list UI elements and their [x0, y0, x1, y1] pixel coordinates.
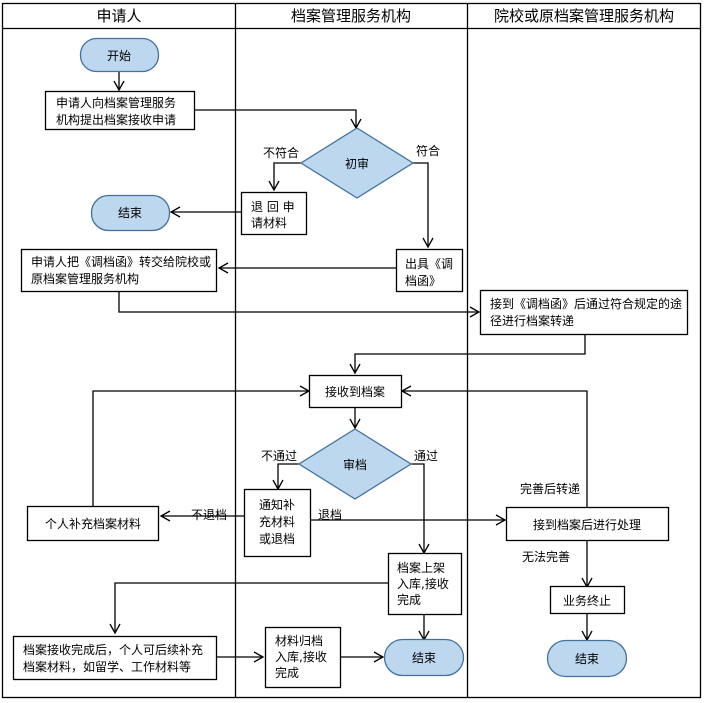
lane-title-archive-agency: 档案管理服务机构 [291, 7, 411, 25]
node-review2: 审档 [297, 428, 413, 500]
node-notify-box [243, 488, 312, 558]
node-transfer-text-2: 径进行档案转递 [490, 313, 574, 328]
node-process-box [505, 506, 670, 542]
node-return-text-2: 请材料 [251, 216, 287, 230]
node-end3-text: 结束 [575, 652, 599, 666]
node-review1-text: 初审 [345, 156, 369, 171]
node-start: 开始 [79, 37, 160, 73]
node-review1: 初审 [299, 127, 415, 199]
node-apply-text-1: 申请人向档案管理服务 [56, 95, 176, 110]
node-shelve-box [387, 552, 463, 616]
node-archive-box [264, 626, 342, 689]
node-start-text: 开始 [107, 49, 131, 63]
node-issue-text-1: 出具《调 [405, 257, 453, 271]
node-end2-text: 结束 [412, 651, 436, 665]
connectors [92, 70, 593, 663]
node-supplement-text: 个人补充档案材料 [45, 516, 141, 531]
node-followup-text-2: 档案材料，如留学、工作材料等 [23, 659, 191, 674]
node-end2: 结束 [383, 638, 465, 677]
node-forward-text-1: 申请人把《调档函》转交给院校或 [31, 254, 211, 269]
node-archive-text-3: 完成 [275, 665, 299, 680]
edge-label-match: 符合 [416, 143, 440, 158]
edge-review2-shelve [411, 463, 430, 555]
edge-label-forward-after-fix: 完善后转递 [520, 481, 580, 496]
node-receive-box [308, 374, 403, 409]
node-notify-text-1: 通知补 [259, 498, 295, 512]
node-end3: 结束 [546, 639, 628, 678]
edge-label-no-return: 不退档 [191, 508, 227, 522]
node-shelve-text-2: 入库,接收 [397, 576, 449, 591]
lane-title-school-or-original-agency: 院校或原档案管理服务机构 [494, 7, 674, 25]
edge-review1-return [268, 162, 303, 192]
node-receive-text: 接收到档案 [325, 384, 385, 399]
node-issue-box [395, 248, 464, 293]
edge-apply-review1 [194, 109, 362, 130]
node-forward-text-2: 原档案管理服务机构 [31, 271, 139, 286]
node-issue-text-2: 档函》 [405, 274, 441, 288]
node-supplement-box [26, 505, 160, 542]
edge-forward-transfer [118, 291, 481, 318]
edge-shelve-followup [109, 582, 388, 635]
node-terminate-text: 业务终止 [563, 593, 611, 608]
edge-review2-notify [272, 463, 300, 491]
node-shelve-text-1: 档案上架 [397, 560, 445, 575]
node-followup-text-1: 档案接收完成后，个人可后续补充 [23, 642, 203, 657]
node-terminate-box [549, 585, 626, 615]
node-shelve-text-3: 完成 [397, 592, 421, 607]
node-archive-text-1: 材料归档 [275, 634, 323, 648]
edge-label-cannot-fix: 无法完善 [522, 549, 570, 564]
edge-label-pass: 通过 [414, 449, 438, 463]
node-apply-text-2: 机构提出档案接收申请 [56, 112, 176, 127]
node-transfer-text-1: 接到《调档函》后通过符合规定的途 [490, 296, 682, 311]
node-apply-box [44, 90, 196, 131]
node-process-text: 接到档案后进行处理 [533, 517, 641, 532]
node-notify-text-3: 或退档 [259, 532, 295, 546]
node-end1: 结束 [90, 194, 171, 232]
node-archive-text-2: 入库,接收 [275, 649, 327, 664]
node-followup-box [12, 635, 218, 681]
lane-title-applicant: 申请人 [96, 7, 141, 25]
edge-review1-issue [410, 162, 434, 249]
node-transfer-box [479, 289, 689, 336]
node-forward-box [20, 248, 218, 293]
node-end1-text: 结束 [118, 206, 142, 220]
edge-label-not-match: 不符合 [263, 145, 299, 160]
edge-process-receive [400, 385, 588, 507]
node-return-text-1: 退 回 申 [251, 200, 295, 214]
edge-supplement-receive [92, 385, 311, 506]
edge-transfer-receive [349, 335, 586, 375]
node-return-box [240, 191, 308, 236]
edge-label-return: 退档 [318, 508, 342, 522]
node-notify-text-2: 充材料 [259, 514, 295, 529]
node-review2-text: 审档 [343, 457, 367, 472]
edge-label-not-pass: 不通过 [261, 449, 297, 463]
